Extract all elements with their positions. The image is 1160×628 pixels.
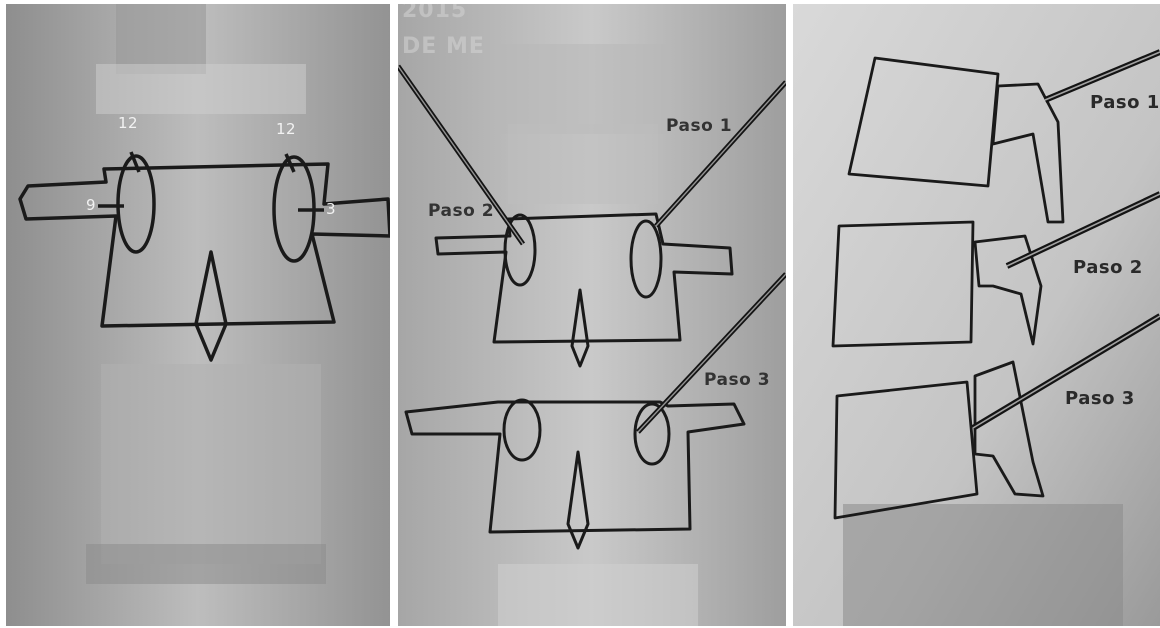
annotation-left-9: 9 bbox=[86, 196, 96, 214]
xray-panel-anteroposterior-steps: 2015 DE ME Paso 1 Paso 2 Paso 3 bbox=[398, 4, 786, 626]
label-paso-1-lateral: Paso 1 bbox=[1090, 92, 1160, 113]
xray-panel-lateral-steps: Paso 1 Paso 2 Paso 3 bbox=[793, 4, 1160, 626]
label-paso-3-lateral: Paso 3 bbox=[1065, 388, 1135, 409]
label-paso-2: Paso 2 bbox=[428, 201, 494, 221]
watermark-line-2: DE ME bbox=[402, 34, 485, 59]
xray-image-1 bbox=[6, 4, 390, 626]
watermark-line-1: 2015 bbox=[402, 4, 467, 23]
xray-image-2 bbox=[398, 4, 786, 626]
label-paso-3: Paso 3 bbox=[704, 370, 770, 390]
annotation-right-12: 12 bbox=[276, 120, 296, 138]
label-paso-2-lateral: Paso 2 bbox=[1073, 257, 1143, 278]
label-paso-1: Paso 1 bbox=[666, 116, 732, 136]
annotation-left-12: 12 bbox=[118, 114, 138, 132]
annotation-right-3: 3 bbox=[326, 200, 336, 218]
xray-panel-anteroposterior-clock: 12 12 9 3 bbox=[6, 4, 390, 626]
